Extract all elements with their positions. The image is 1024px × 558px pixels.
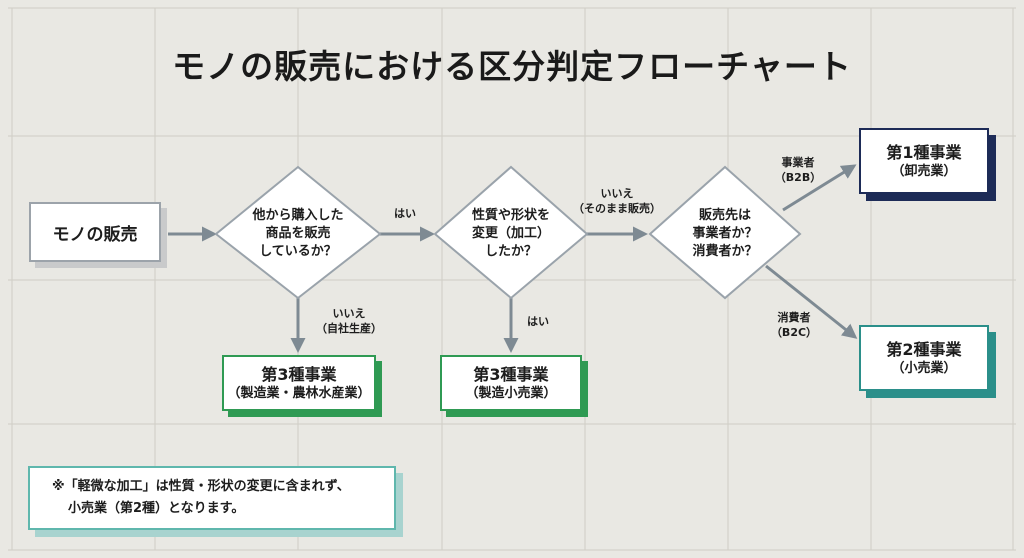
edge-label-line: （そのまま販売） (573, 202, 661, 215)
edge-label-line: 事業者 (781, 156, 815, 169)
edge-label-d1-no: いいえ （自社生産） (302, 306, 396, 336)
footnote-line-1: ※「軽微な加工」は性質・形状の変更に含まれず、 (52, 479, 350, 494)
decision-line: 性質や形状を (471, 208, 550, 223)
footnote-line-2: 小売業（第2種）となります。 (68, 501, 245, 516)
result-subtitle: （製造小売業） (465, 385, 557, 401)
result-title: 第3種事業 (261, 364, 337, 384)
arrow-d3-to-retail (765, 264, 858, 339)
footnote-box: ※「軽微な加工」は性質・形状の変更に含まれず、 小売業（第2種）となります。 (28, 466, 396, 530)
decision-line: したか？ (484, 244, 537, 259)
result-retail: 第2種事業 （小売業） (859, 325, 989, 391)
edge-label-d1-yes: はい (394, 207, 416, 220)
edge-label-consumer: 消費者 （B2C） (766, 310, 822, 340)
decision-diamond-purchased (214, 165, 382, 300)
decision-line: 事業者か？ (692, 226, 758, 241)
edge-label-line: （B2B） (774, 171, 822, 184)
edge-label-d2-no: いいえ （そのまま販売） (572, 186, 662, 216)
result-title: 第2種事業 (886, 339, 962, 359)
decision-diamond-customer (648, 165, 802, 300)
edge-label-line: 消費者 (777, 311, 811, 324)
edge-label-line: いいえ (600, 187, 634, 200)
decision-line: 他から購入した (252, 208, 344, 223)
decision-purchased-text: 他から購入した 商品を販売 しているか？ (232, 196, 364, 272)
edge-label-line: いいえ (332, 307, 366, 320)
result-subtitle: （製造業・農林水産業） (227, 385, 371, 401)
edge-label-business: 事業者 （B2B） (770, 155, 826, 185)
decision-line: 変更（加工） (471, 226, 550, 241)
edge-label-line: （自社生産） (316, 322, 382, 335)
result-title: 第1種事業 (886, 142, 962, 162)
result-subtitle: （小売業） (891, 360, 957, 376)
result-manufacturing: 第3種事業 （製造業・農林水産業） (222, 355, 376, 411)
decision-customer-text: 販売先は 事業者か？ 消費者か？ (660, 196, 790, 272)
arrow-d3-to-wholesale (782, 164, 857, 212)
decision-line: 商品を販売 (265, 226, 331, 241)
result-title: 第3種事業 (473, 364, 549, 384)
edge-label-line: （B2C） (770, 326, 818, 339)
edge-label-d2-yes: はい (527, 315, 549, 328)
page-title: モノの販売における区分判定フローチャート (172, 47, 852, 86)
result-wholesale: 第1種事業 （卸売業） (859, 128, 989, 194)
decision-diamond-processed (433, 165, 589, 300)
result-subtitle: （卸売業） (891, 163, 957, 179)
decision-line: しているか？ (259, 244, 337, 259)
decision-processed-text: 性質や形状を 変更（加工） したか？ (446, 196, 576, 272)
start-node-label: モノの販売 (52, 224, 138, 245)
result-processed-retail: 第3種事業 （製造小売業） (440, 355, 582, 411)
decision-line: 販売先は (698, 208, 751, 223)
start-node: モノの販売 (29, 202, 161, 262)
decision-line: 消費者か？ (692, 244, 758, 259)
